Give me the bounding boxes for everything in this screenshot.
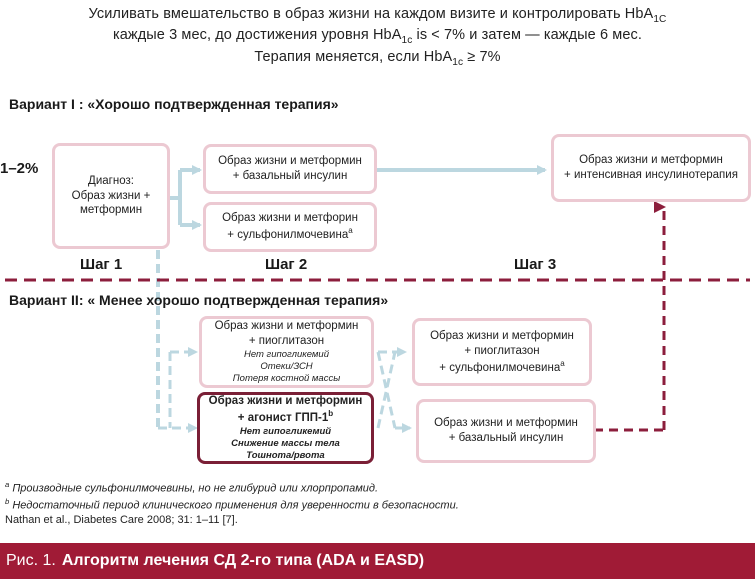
footnote-b: b Недостаточный период клинического прим…	[5, 497, 459, 512]
pio-su-line-3: + сульфонилмочевинаa	[439, 358, 565, 374]
v2-basal-line-2: + базальный инсулин	[448, 432, 564, 444]
glp-note-1: Нет гипогликемий	[239, 426, 332, 438]
pio-su-line-2: + пиоглитазон	[464, 344, 540, 357]
step2-su-line-1: Образ жизни и метфорин	[222, 212, 358, 225]
pio-line-1: Образ жизни и метформин	[214, 320, 359, 333]
glp-note-3: Тошнота/рвота	[246, 449, 325, 461]
variant2-title: Вариант II: « Менее хорошо подтвержденна…	[9, 292, 389, 308]
step3-label: Шаг 3	[514, 256, 557, 273]
diagnosis-line-1: Диагноз:	[88, 174, 134, 187]
header-line-3: Терапия меняется, если HbA1c ≥ 7%	[254, 49, 501, 68]
step2-su-box: Образ жизни и метфорин + сульфонилмочеви…	[203, 202, 377, 252]
pio-line-2: + пиоглитазон	[248, 335, 325, 348]
caption-prefix: Рис. 1.	[6, 552, 56, 569]
footnote-a: a Производные сульфонилмочевины, но не г…	[5, 480, 379, 495]
pio-note-2: Отеки/ЗСН	[260, 361, 313, 372]
step2-su-line-2: + сульфонилмочевинаa	[227, 226, 353, 241]
step2-basal-line-1: Образ жизни и метформин	[218, 155, 362, 168]
cross-glp-to-pio-su	[376, 351, 397, 429]
caption-title: Алгоритм лечения СД 2-го типа (ADA и EAS…	[61, 552, 425, 569]
glp1-agonist-box: Образ жизни и метформин + агонист ГПП-1b…	[197, 392, 374, 464]
step2-basal-box: Образ жизни и метформин + базальный инсу…	[203, 144, 377, 194]
cross-pio-to-basal	[376, 351, 397, 429]
figure-caption: Рис. 1. Алгоритм лечения СД 2-го типа (A…	[0, 543, 755, 579]
step3-line-1: Образ жизни и метформин	[579, 154, 723, 167]
diagnosis-line-2: Образ жизни +	[71, 189, 151, 202]
diagnosis-line-3: метформин	[79, 204, 143, 217]
header-line-1: Усиливать вмешательство в образ жизни на…	[88, 6, 667, 25]
variant1-title: Вариант I : «Хорошо подтвержденная терап…	[9, 96, 339, 112]
step3-intensive-box: Образ жизни и метформин + интенсивная ин…	[551, 134, 751, 202]
pio-su-line-1: Образ жизни и метформин	[430, 329, 574, 342]
v2-basal-line-1: Образ жизни и метформин	[434, 417, 578, 430]
glp-line-2: + агонист ГПП-1b	[237, 409, 334, 425]
header-line-2: каждые 3 мес, до достижения уровня HbA1c…	[113, 27, 642, 46]
step2-basal-line-2: + базальный инсулин	[232, 170, 348, 182]
pio-su-box: Образ жизни и метформин + пиоглитазон + …	[412, 318, 592, 386]
pio-note-3: Потеря костной массы	[232, 372, 341, 384]
pio-note-1: Нет гипогликемий	[243, 349, 330, 361]
glp-note-2: Снижение массы тела	[231, 437, 340, 449]
step2-label: Шаг 2	[265, 256, 308, 273]
step1-label: Шаг 1	[80, 256, 123, 273]
diagnosis-box: Диагноз: Образ жизни + метформин	[52, 143, 170, 249]
citation: Nathan et al., Diabetes Care 2008; 31: 1…	[5, 514, 238, 526]
step3-line-2: + интенсивная инсулинотерапия	[564, 169, 738, 181]
percent-label: 1–2%	[0, 160, 39, 177]
glp-line-1: Образ жизни и метформин	[208, 395, 363, 408]
v2-basal-box: Образ жизни и метформин + базальный инсу…	[416, 399, 596, 463]
pioglitazone-box: Образ жизни и метформин + пиоглитазон Не…	[199, 316, 374, 388]
